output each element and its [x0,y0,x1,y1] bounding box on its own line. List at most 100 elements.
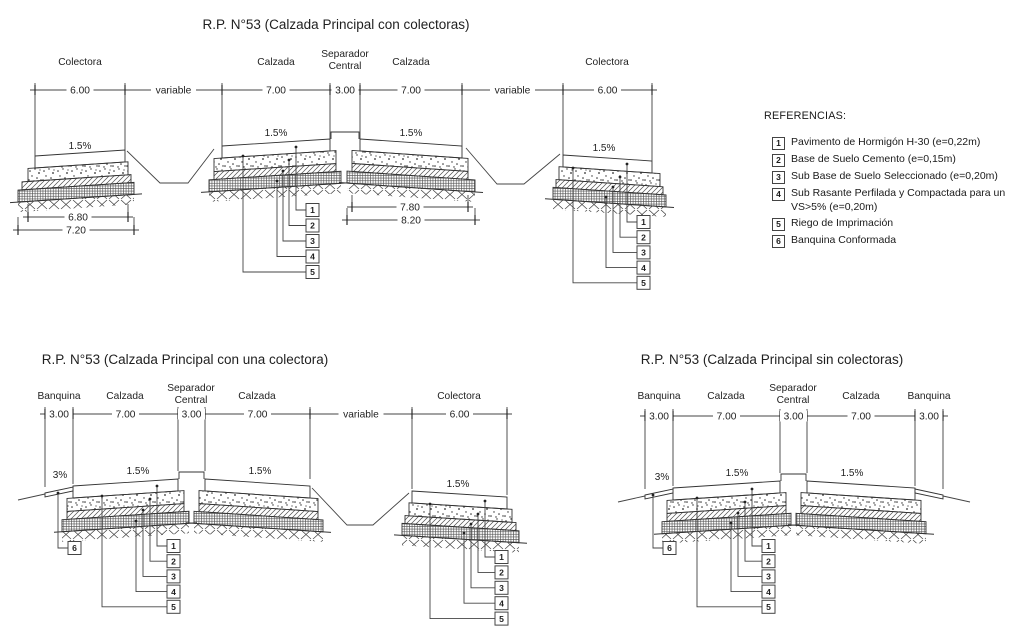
segment-label: Banquina [37,391,80,402]
dimension-value: variable [495,86,531,97]
reference-item: 4 Sub Rasante Perfilada y Compactada par… [772,187,1022,214]
diagram-title: R.P. N°53 (Calzada Principal con una col… [42,352,329,367]
segment-label: Colectora [58,57,102,68]
dimension-value: 6.00 [598,86,618,97]
callout-number: 1 [766,541,771,551]
segment-label: Central [175,395,208,406]
dimension-value: 3.00 [649,412,669,423]
callout-number: 4 [641,263,646,273]
segment-label: Calzada [238,391,276,402]
callout-number: 5 [499,614,504,624]
callout-number: 1 [310,205,315,215]
segment-label: Calzada [392,57,430,68]
dimension-value: 7.00 [266,86,286,97]
dimension-value: 7.00 [851,412,871,423]
callout-number: 4 [766,587,771,597]
callout-number: 3 [499,583,504,593]
dimension-value: 3.00 [182,410,202,421]
reference-number-box: 4 [772,188,785,201]
segment-label: Calzada [257,57,295,68]
dimension-value: variable [156,86,192,97]
callout-number: 5 [641,278,646,288]
callout-number: 2 [171,556,176,566]
dimension-value: 3.00 [919,412,939,423]
segment-label: Calzada [106,391,144,402]
callout-number: 4 [499,598,504,608]
slope-label: 1.5% [726,468,749,479]
dimension-value: 7.80 [400,203,420,214]
diagram-sin-colectoras: R.P. N°53 (Calzada Principal sin colecto… [617,352,971,614]
slope-label: 1.5% [447,479,470,490]
reference-number-box: 1 [772,137,785,150]
callout-number: 5 [310,267,315,277]
callout-number: 3 [766,572,771,582]
segment-label: Separador [167,383,215,394]
dimension-value: 7.00 [248,410,268,421]
slope-label: 1.5% [841,468,864,479]
reference-item: 3 Sub Base de Suelo Seleccionado (e=0,20… [772,170,1022,184]
reference-item: 2 Base de Suelo Cemento (e=0,15m) [772,153,1022,167]
callout-number: 3 [310,236,315,246]
reference-text: Sub Base de Suelo Seleccionado (e=0,20m) [791,170,998,182]
callout-number: 3 [171,572,176,582]
segment-label: Colectora [585,57,629,68]
slope-label: 1.5% [593,143,616,154]
diagram-title: R.P. N°53 (Calzada Principal con colecto… [202,17,469,32]
reference-text: Riego de Imprimación [791,217,894,230]
callout-number: 2 [499,568,504,578]
dimension-value: 6.00 [450,410,470,421]
reference-text: Banquina Conformada [791,234,897,247]
references-title: REFERENCIAS: [764,110,847,122]
dimension-value: 8.20 [401,216,421,227]
dimension-value: 7.00 [116,410,136,421]
callout-number: 2 [641,232,646,242]
diagram-con-colectoras: R.P. N°53 (Calzada Principal con colecto… [9,17,675,290]
callout-number: 1 [171,541,176,551]
callout-number: 2 [766,556,771,566]
reference-text: Sub Rasante Perfilada y Compactada para … [791,187,1006,213]
reference-number-box: 3 [772,171,785,184]
segment-label: Calzada [707,391,745,402]
segment-label: Separador [769,383,817,394]
slope-label: 1.5% [69,141,92,152]
dimension-value: 3.00 [49,410,69,421]
callout-number: 5 [171,602,176,612]
segment-label: Calzada [842,391,880,402]
diagram-con-una-colectora: R.P. N°53 (Calzada Principal con una col… [17,352,528,626]
dimension-value: 6.80 [68,213,88,224]
reference-number-box: 2 [772,154,785,167]
dimension-value: 6.00 [70,86,90,97]
reference-number-box: 5 [772,218,785,232]
segment-label: Central [329,61,362,72]
dimension-value: variable [343,410,379,421]
reference-item: 1 Pavimento de Hormigón H-30 (e=0,22m) [772,136,1022,150]
dimension-value: 7.20 [66,226,86,237]
callout-number: 4 [171,587,176,597]
callout-number: 6 [72,543,77,553]
reference-text: Base de Suelo Cemento (e=0,15m) [791,153,956,165]
dimension-value: 7.00 [401,86,421,97]
diagram-title: R.P. N°53 (Calzada Principal sin colecto… [641,352,904,367]
callout-number: 5 [766,602,771,612]
slope-label: 3% [655,472,670,483]
slope-label: 1.5% [265,128,288,139]
reference-text: Pavimento de Hormigón H-30 (e=0,22m) [791,136,981,148]
dimension-value: 7.00 [717,412,737,423]
callout-number: 2 [310,221,315,231]
references-panel: REFERENCIAS: 1 Pavimento de Hormigón H-3… [762,110,1022,251]
callout-number: 3 [641,248,646,258]
dimension-value: 3.00 [335,86,355,97]
callout-number: 1 [499,552,504,562]
dimension-value: 3.00 [784,412,804,423]
segment-label: Central [777,395,810,406]
slope-label: 1.5% [249,466,272,477]
segment-label: Banquina [907,391,950,402]
callout-number: 1 [641,217,646,227]
slope-label: 3% [53,470,68,481]
segment-label: Banquina [637,391,680,402]
slope-label: 1.5% [127,466,150,477]
callout-number: 6 [667,543,672,553]
reference-number-box: 6 [772,235,785,249]
